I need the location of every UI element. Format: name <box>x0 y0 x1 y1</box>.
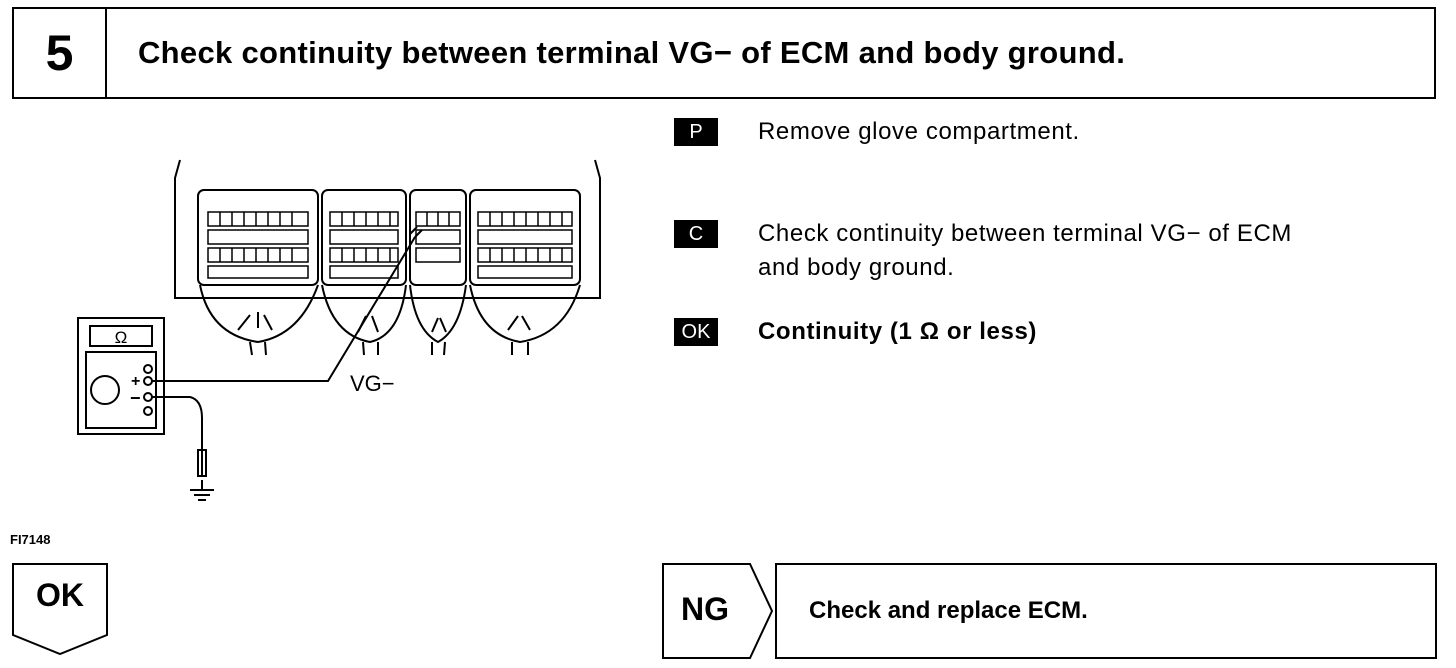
harness-4 <box>469 284 581 344</box>
ecm-connector-4 <box>469 189 581 286</box>
vg-minus-label: VG− <box>350 371 395 396</box>
step-number: 5 <box>14 9 107 97</box>
ecm-connector-3 <box>409 189 467 286</box>
step-header: 5 Check continuity between terminal VG− … <box>12 7 1436 99</box>
figure-code: FI7148 <box>10 532 51 547</box>
instruction-c-line2: and body ground. <box>758 254 955 281</box>
multimeter-dial <box>90 375 120 405</box>
ecm-housing <box>174 159 601 299</box>
minus-label: − <box>130 388 141 408</box>
ground-symbol <box>190 480 214 501</box>
down-arrow-shape <box>12 563 108 655</box>
ng-label: NG <box>681 591 729 627</box>
harness-3 <box>409 284 467 344</box>
ng-action-box: Check and replace ECM. <box>775 563 1437 659</box>
ohm-symbol: Ω <box>115 328 128 347</box>
plus-label: + <box>131 373 140 390</box>
ecm-connector-1 <box>197 189 319 286</box>
tag-ok: OK <box>674 318 718 346</box>
step-title: Check continuity between terminal VG− of… <box>138 35 1126 70</box>
probe-lead-vg <box>152 236 416 382</box>
instruction-ok-text: Continuity (1 Ω or less) <box>758 318 1037 345</box>
multimeter-display <box>89 325 153 347</box>
ok-result-arrow: OK <box>12 563 108 655</box>
tag-p: P <box>674 118 718 146</box>
ng-action-text: Check and replace ECM. <box>809 597 1088 624</box>
harness-1 <box>199 284 319 344</box>
ecm-continuity-diagram: Ω + − VG− <box>60 150 620 510</box>
ecm-wiring-illustration: Ω + − VG− <box>77 159 601 501</box>
right-arrow-shape <box>662 563 774 659</box>
probe-lead-ground <box>152 396 203 475</box>
tag-c: C <box>674 220 718 248</box>
ecm-connector-2 <box>321 189 407 286</box>
harness-2 <box>321 284 407 344</box>
ng-result-arrow: NG <box>662 563 774 659</box>
instruction-c-line1: Check continuity between terminal VG− of… <box>758 220 1292 247</box>
ok-label: OK <box>36 577 84 613</box>
instruction-p-text: Remove glove compartment. <box>758 118 1080 145</box>
multimeter-body <box>77 317 165 435</box>
